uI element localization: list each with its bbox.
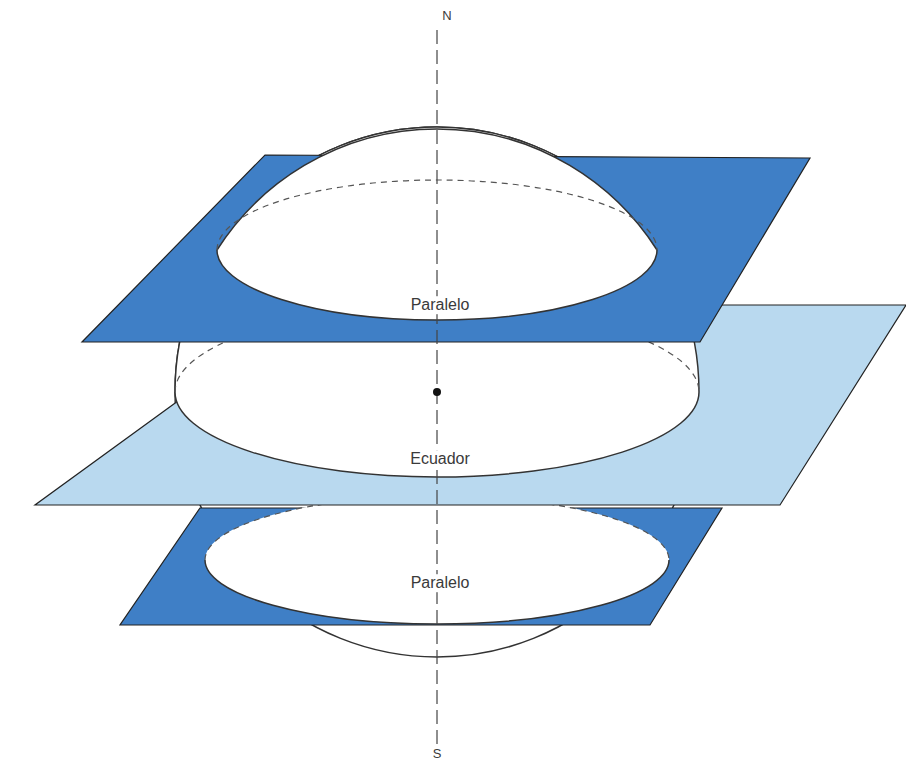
equator-label: Ecuador bbox=[407, 450, 473, 468]
sphere bbox=[175, 127, 699, 657]
earth-axis bbox=[436, 30, 437, 745]
parallel-label: Paralelo bbox=[408, 574, 473, 592]
pole-label: N bbox=[439, 9, 454, 23]
parallel-label: Paralelo bbox=[408, 296, 473, 314]
center-dot bbox=[433, 388, 441, 396]
pole-label: S bbox=[430, 747, 445, 761]
